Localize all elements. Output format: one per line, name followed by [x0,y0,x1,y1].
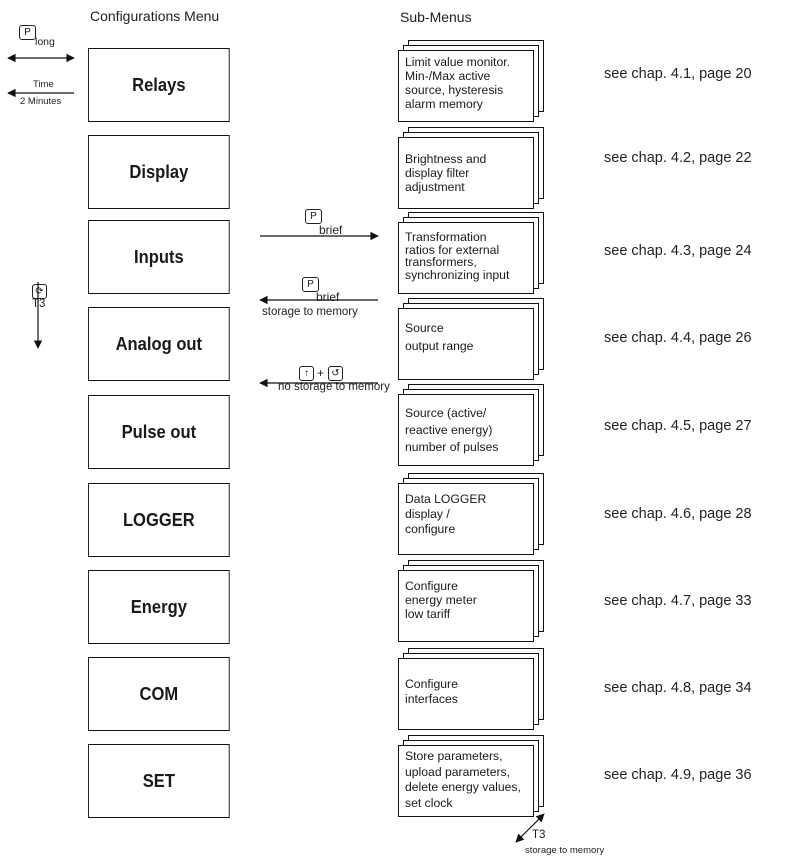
sub-menus-header: Sub-Menus [400,9,472,25]
chapter-ref[interactable]: see chap. 4.9, page 36 [604,767,752,783]
configurations-menu-header: Configurations Menu [90,8,220,24]
p-key-icon: P [302,277,319,292]
chapter-ref[interactable]: see chap. 4.1, page 20 [604,66,752,82]
menu-item-label: SET [142,770,175,791]
submenu-line: Configure [405,579,458,593]
menu-item-label: Inputs [134,246,184,267]
two-minutes-label: 2 Minutes [20,96,62,107]
submenu-line: upload parameters, [405,764,511,779]
menu-item-label: Energy [130,596,187,617]
submenu-line: Limit value monitor. [405,55,510,69]
submenu-pulse-out[interactable]: Source (active/ reactive energy) number … [398,384,544,466]
menu-item-label: COM [139,683,179,704]
menu-item-label: Pulse out [121,421,197,442]
submenu-logger[interactable]: Data LOGGER display / configure [398,473,544,555]
chapter-ref[interactable]: see chap. 4.6, page 28 [604,506,752,522]
chapter-ref[interactable]: see chap. 4.2, page 22 [604,150,752,166]
submenu-relays[interactable]: Limit value monitor. Min-/Max active sou… [398,40,544,122]
submenu-line: alarm memory [405,97,483,111]
submenu-line: low tariff [405,607,451,621]
submenu-line: Data LOGGER [405,492,487,506]
menu-item-pulse-out[interactable]: Pulse out [88,395,230,469]
undo-key-icon: ↺ [328,366,343,381]
t3-bottom-label: T3 [532,829,546,841]
submenu-line: Source (active/ [405,406,487,420]
storage-bottom-label: storage to memory [525,845,605,856]
submenu-energy[interactable]: Configure energy meter low tariff [398,560,544,642]
p-key-icon: P [305,209,322,224]
time-label: Time [33,79,54,90]
plus-label: + [317,366,325,380]
submenu-analog-out[interactable]: Source output range [398,298,544,380]
submenu-text: Store parameters, upload parameters, del… [398,745,534,817]
submenu-text: Source output range [398,308,534,380]
submenu-line: set clock [405,795,453,810]
menu-item-inputs[interactable]: Inputs [88,220,230,294]
menu-item-label: Analog out [115,333,203,354]
chapter-ref[interactable]: see chap. 4.8, page 34 [604,680,752,696]
submenu-line: output range [405,339,474,353]
brief-label: brief [319,223,343,237]
submenu-line: Source [405,321,444,335]
submenu-set[interactable]: Store parameters, upload parameters, del… [398,735,544,817]
chapter-ref[interactable]: see chap. 4.3, page 24 [604,243,752,259]
submenu-line: source, hysteresis [405,83,504,97]
menu-item-display[interactable]: Display [88,135,230,209]
p-key-icon: P [19,25,36,40]
submenu-line: transformers, [405,255,477,269]
menu-item-energy[interactable]: Energy [88,570,230,644]
submenu-line: Brightness and [405,152,487,166]
chapter-ref[interactable]: see chap. 4.5, page 27 [604,418,752,434]
submenu-text: Data LOGGER display / configure [398,483,534,555]
submenu-line: adjustment [405,180,465,194]
submenu-line: interfaces [405,692,458,706]
submenu-line: Transformation [405,230,487,244]
t3-label: T3 [32,298,46,310]
submenu-text: Transformation ratios for external trans… [398,222,534,294]
submenu-display[interactable]: Brightness and display filter adjustment [398,127,544,209]
submenu-line: synchronizing input [405,267,510,282]
submenu-line: display / [405,507,450,521]
submenu-text: Configure interfaces [398,658,534,730]
submenu-line: display filter [405,166,470,180]
menu-item-analog-out[interactable]: Analog out [88,307,230,381]
rotate-key-icon: ⟳ [32,284,47,299]
menu-item-com[interactable]: COM [88,657,230,731]
submenu-line: configure [405,522,456,536]
submenu-line: delete energy values, [405,780,521,794]
submenu-text: Brightness and display filter adjustment [398,137,534,209]
storage-to-memory-label: storage to memory [262,306,358,318]
menu-item-label: Display [129,161,189,182]
long-label: long [35,36,55,48]
chapter-ref[interactable]: see chap. 4.4, page 26 [604,330,752,346]
chapter-ref[interactable]: see chap. 4.7, page 33 [604,593,752,609]
submenu-text: Configure energy meter low tariff [398,570,534,642]
menu-item-set[interactable]: SET [88,744,230,818]
menu-item-label: Relays [132,74,186,95]
submenu-text: Limit value monitor. Min-/Max active sou… [398,50,534,122]
submenu-line: number of pulses [405,440,499,454]
menu-item-relays[interactable]: Relays [88,48,230,122]
submenu-com[interactable]: Configure interfaces [398,648,544,730]
menu-item-logger[interactable]: LOGGER [88,483,230,557]
submenu-text: Source (active/ reactive energy) number … [398,394,534,466]
up-key-icon: ↑ [299,366,314,381]
submenu-line: reactive energy) [405,423,493,437]
no-storage-to-memory-label: no storage to memory [278,381,390,393]
submenu-line: ratios for external [405,242,500,257]
submenu-line: energy meter [405,593,477,607]
submenu-inputs[interactable]: Transformation ratios for external trans… [398,212,544,294]
submenu-line: Min-/Max active [405,69,491,83]
brief-label: brief [316,290,340,304]
submenu-line: Store parameters, [405,749,503,763]
menu-item-label: LOGGER [122,509,195,530]
submenu-line: Configure [405,677,458,691]
